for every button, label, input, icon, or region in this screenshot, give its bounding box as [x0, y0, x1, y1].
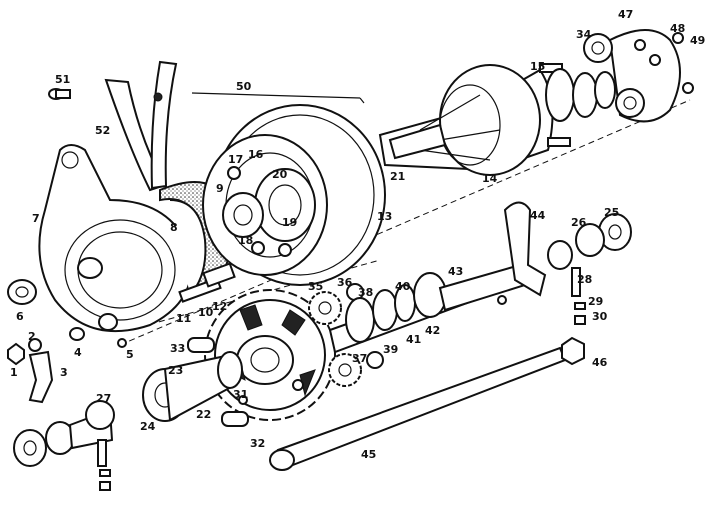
label-49: 49	[690, 34, 705, 47]
label-24: 24	[140, 420, 156, 433]
part-bolt-51	[48, 88, 71, 100]
part-screw-5	[117, 338, 127, 348]
part-nut-31	[238, 395, 248, 405]
part-bolt-15b	[547, 137, 571, 147]
part-small-sprockets-35-36	[308, 283, 384, 387]
part-bearings-20-24	[545, 68, 616, 122]
part-nut-1-2	[7, 338, 42, 366]
label-31: 31	[233, 388, 248, 401]
label-36a: 36	[337, 276, 353, 289]
label-27: 27	[96, 392, 111, 405]
axis-line	[119, 99, 691, 346]
label-51: 51	[55, 73, 70, 86]
part-cam-10-12	[98, 262, 236, 331]
part-brake-plate-7	[38, 144, 193, 333]
label-22a: 22	[196, 408, 211, 421]
label-38: 38	[358, 286, 373, 299]
label-1: 1	[10, 366, 18, 379]
label-14: 14	[482, 172, 498, 185]
label-42: 42	[425, 324, 440, 337]
label-13: 13	[377, 210, 392, 223]
label-9: 9	[216, 182, 224, 195]
label-23: 23	[168, 364, 183, 377]
label-33a: 33	[170, 342, 185, 355]
label-18: 18	[238, 234, 253, 247]
part-bush-6	[7, 279, 37, 305]
part-washer-29-left	[99, 469, 111, 477]
label-21: 21	[390, 170, 405, 183]
part-shaft-38-43	[328, 263, 527, 354]
part-nut-30-left	[99, 481, 111, 491]
part-spoke-50	[191, 92, 365, 104]
part-nut-46	[561, 336, 585, 366]
label-17a: 17	[228, 153, 243, 166]
part-number-labels: 51 50 52 7 6 4 2 1 3 5 8 9 10 11 12 17 1…	[10, 8, 705, 461]
label-29a: 29	[588, 295, 603, 308]
part-arm-44	[503, 201, 547, 297]
label-25a: 25	[604, 206, 619, 219]
label-11: 11	[176, 312, 191, 325]
part-adjuster-left-25-28	[13, 400, 115, 467]
label-47: 47	[618, 8, 633, 21]
part-bolt-15a	[539, 63, 563, 73]
label-6: 6	[16, 310, 24, 323]
label-41: 41	[406, 333, 421, 346]
part-nut-49	[682, 82, 694, 94]
label-26a: 26	[571, 216, 587, 229]
label-44: 44	[530, 209, 546, 222]
part-flange-47	[583, 29, 681, 123]
part-screw-5b	[497, 295, 507, 305]
part-bearing-stack-22-23	[142, 351, 243, 422]
label-45: 45	[361, 448, 376, 461]
label-28a: 28	[577, 273, 592, 286]
label-46: 46	[592, 356, 608, 369]
part-sprocket-32	[204, 289, 336, 421]
label-50: 50	[236, 80, 252, 93]
part-lever-3	[28, 350, 54, 404]
part-adjuster-right-25-26	[547, 213, 632, 297]
label-32: 32	[250, 437, 265, 450]
label-20a: 20	[272, 168, 288, 181]
axis-line-lower	[129, 259, 381, 331]
label-35a: 35	[308, 280, 323, 293]
part-washer-4	[69, 327, 85, 341]
label-48: 48	[670, 22, 685, 35]
label-3: 3	[60, 366, 68, 379]
part-nut-30-right	[574, 315, 586, 325]
label-43: 43	[448, 265, 463, 278]
part-washer-29-right	[574, 302, 586, 310]
label-8: 8	[170, 221, 178, 234]
label-2: 2	[28, 330, 36, 343]
label-19: 19	[282, 216, 297, 229]
label-39: 39	[383, 343, 398, 356]
label-5a: 5	[126, 348, 134, 361]
label-10: 10	[198, 306, 214, 319]
part-spindle-21	[388, 123, 447, 160]
label-52: 52	[95, 124, 110, 137]
label-16a: 16	[248, 148, 264, 161]
part-bush-33b	[221, 411, 249, 427]
part-bush-33a	[187, 337, 215, 353]
label-40: 40	[395, 280, 411, 293]
label-7: 7	[32, 212, 40, 225]
label-15: 15	[530, 60, 545, 73]
label-4: 4	[74, 346, 82, 359]
part-hub-drum-13	[202, 104, 386, 286]
label-37: 37	[352, 352, 367, 365]
label-30a: 30	[592, 310, 608, 323]
label-34a: 34	[576, 28, 592, 41]
part-hub-shell-14	[378, 64, 554, 176]
part-rim-section-52	[104, 60, 178, 192]
label-12: 12	[212, 300, 227, 313]
part-nut-48	[672, 32, 684, 44]
